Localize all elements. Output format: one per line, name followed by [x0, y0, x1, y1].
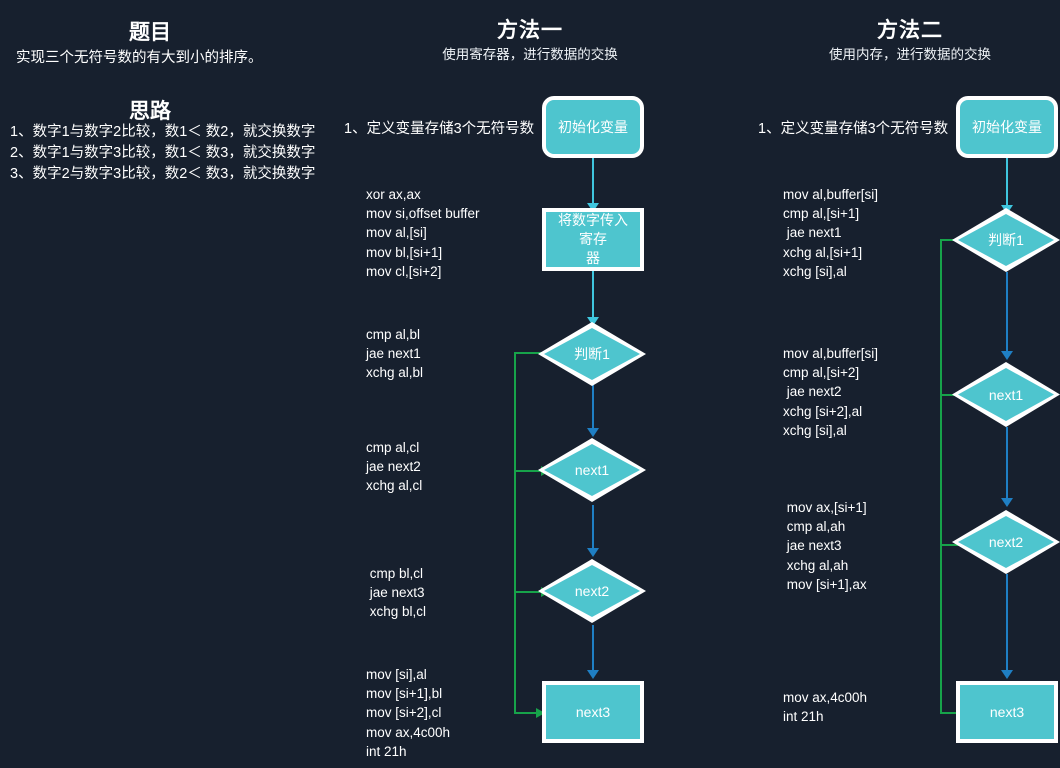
m1-node-d1-label: 判断1	[574, 346, 610, 362]
arrow-m1-green-next3	[536, 708, 545, 718]
method-one-step-label: 1、定义变量存储3个无符号数	[344, 121, 535, 137]
m2-node-next3[interactable]: next3	[956, 681, 1058, 743]
arrow-m1-transfer-to-d1	[587, 317, 599, 326]
idea-item-3: 3、数字2与数字3比较，数2＜ 数3，就交换数字	[10, 166, 316, 182]
connector-m1-green-to-next3	[514, 712, 536, 714]
idea-title: 思路	[129, 100, 171, 123]
problem-text: 实现三个无符号数的有大到小的排序。	[16, 50, 263, 66]
connector-m2-green-to-next1	[940, 394, 965, 396]
m1-node-transfer[interactable]: 将数字传入寄存 器	[542, 208, 644, 271]
m1-node-init[interactable]: 初始化变量	[542, 96, 644, 158]
connector-m1-init-to-transfer	[592, 158, 594, 208]
connector-m1-green-bus	[514, 352, 516, 713]
arrow-m1-next2-to-next3	[587, 670, 599, 679]
method-two-code-4: mov ax,4c00h int 21h	[783, 690, 868, 725]
connector-m1-transfer-to-d1	[592, 271, 594, 323]
connector-m2-init-to-d1	[1006, 158, 1008, 210]
m2-node-next3-label: next3	[989, 703, 1025, 720]
connector-m1-green-to-next1	[514, 470, 541, 472]
connector-m2-next1-to-next2	[1006, 427, 1008, 503]
arrow-m2-d1-to-next1	[1001, 351, 1013, 360]
connector-m2-green-to-next3	[940, 712, 960, 714]
m1-node-next1-label: next1	[574, 462, 610, 478]
method-two-code-3: mov ax,[si+1] cmp al,ah jae next3 xchg a…	[786, 500, 867, 592]
connector-m2-green-to-next2	[940, 544, 965, 546]
arrow-m2-next2-to-next3	[1001, 670, 1013, 679]
method-one-subtitle: 使用寄存器，进行数据的交换	[442, 47, 618, 62]
m2-node-next2[interactable]: next2	[952, 510, 1060, 574]
connector-m2-d1-to-next1	[1006, 272, 1008, 356]
m1-node-next1[interactable]: next1	[538, 438, 646, 502]
m1-node-d1[interactable]: 判断1	[538, 322, 646, 386]
arrow-m1-d1-to-next1	[587, 428, 599, 437]
method-two-code-1: mov al,buffer[si] cmp al,[si+1] jae next…	[783, 187, 879, 279]
m1-node-transfer-label: 将数字传入寄存 器	[558, 212, 628, 266]
method-two-code-2: mov al,buffer[si] cmp al,[si+2] jae next…	[783, 346, 879, 438]
connector-m2-green-bus	[940, 239, 942, 713]
method-one-code-3: cmp al,cl jae next2 xchg al,cl	[366, 440, 423, 494]
problem-title: 题目	[129, 21, 171, 44]
idea-item-1: 1、数字1与数字2比较，数1＜ 数2，就交换数字	[10, 124, 316, 140]
arrow-m2-next1-to-next2	[1001, 498, 1013, 507]
method-two-subtitle: 使用内存，进行数据的交换	[829, 47, 991, 62]
connector-m1-next1-to-next2	[592, 505, 594, 553]
connector-m1-green-to-next2	[514, 591, 541, 593]
connector-m1-d1-to-next1	[592, 385, 594, 433]
method-two-step-label: 1、定义变量存储3个无符号数	[758, 121, 949, 137]
idea-item-2: 2、数字1与数字3比较，数1＜ 数3，就交换数字	[10, 145, 316, 161]
m1-node-next3[interactable]: next3	[542, 681, 644, 743]
connector-m2-next2-to-next3	[1006, 574, 1008, 676]
m2-node-init-label: 初始化变量	[972, 118, 1042, 135]
m2-node-d1[interactable]: 判断1	[952, 208, 1060, 272]
m1-node-next3-label: next3	[575, 703, 611, 720]
m2-node-d1-label: 判断1	[988, 232, 1024, 248]
connector-m1-green-to-d1	[514, 352, 549, 354]
method-two-title: 方法二	[877, 19, 943, 42]
method-one-code-4: cmp bl,cl jae next3 xchg bl,cl	[369, 566, 427, 620]
method-one-code-5: mov [si],al mov [si+1],bl mov [si+2],cl …	[366, 667, 451, 759]
m2-node-init[interactable]: 初始化变量	[956, 96, 1058, 158]
m1-node-init-label: 初始化变量	[558, 118, 628, 135]
m2-node-next2-label: next2	[988, 534, 1024, 550]
method-one-title: 方法一	[497, 19, 563, 42]
m1-node-next2-label: next2	[574, 583, 610, 599]
m2-node-next1-label: next1	[988, 386, 1024, 403]
method-one-code-2: cmp al,bl jae next1 xchg al,bl	[366, 327, 424, 381]
m1-node-next2[interactable]: next2	[538, 559, 646, 623]
arrow-m1-init-to-transfer	[587, 203, 599, 212]
method-one-code-1: xor ax,ax mov si,offset buffer mov al,[s…	[366, 187, 480, 279]
connector-m1-next2-to-next3	[592, 625, 594, 677]
m2-node-next1[interactable]: next1	[952, 362, 1060, 427]
arrow-m1-next1-to-next2	[587, 548, 599, 557]
